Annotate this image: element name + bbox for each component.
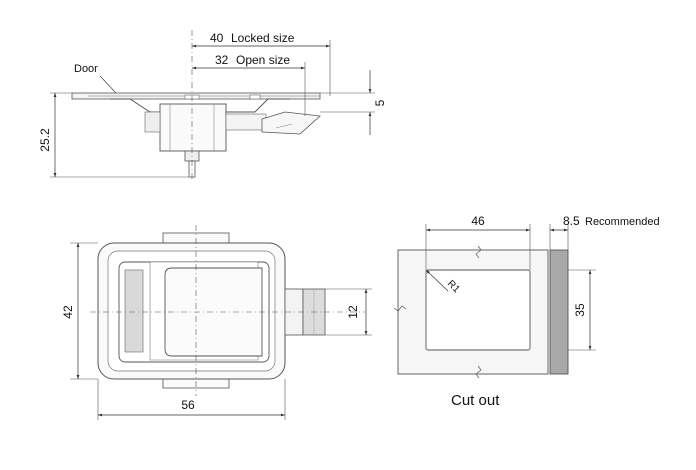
lock-lever <box>261 111 321 135</box>
cutout-hole <box>425 269 531 351</box>
front-view: 42 56 12 <box>61 225 372 420</box>
cutout-caption: Cut out <box>451 392 500 409</box>
open-size-label: Open size <box>236 53 290 67</box>
front-height-dim: 42 <box>61 305 75 319</box>
lock-housing <box>159 103 227 152</box>
locked-size-label: Locked size <box>231 31 295 45</box>
door-leader <box>99 75 117 94</box>
handle-height-dim: 12 <box>346 305 360 319</box>
height-total-dim: 25.2 <box>38 128 52 152</box>
side-view: 40 Locked size 32 Open size Door 25.2 5 <box>38 30 387 182</box>
locked-size-value: 40 <box>210 31 224 45</box>
lock-handle <box>164 267 263 357</box>
front-width-dim: 56 <box>181 398 195 412</box>
open-size-value: 32 <box>215 53 229 67</box>
height-small-dim: 5 <box>373 99 387 106</box>
cutout-width-dim: 46 <box>471 214 485 228</box>
thickness-label: Recommended <box>585 216 660 228</box>
door-label: Door <box>74 63 98 75</box>
thickness-value: 8.5 <box>563 214 580 228</box>
panel-thickness <box>549 249 569 375</box>
grip-area <box>124 269 144 353</box>
cutout-view: R1 46 8.5 Recommended 35 Cut out <box>393 214 660 409</box>
cutout-height-dim: 35 <box>573 303 587 317</box>
